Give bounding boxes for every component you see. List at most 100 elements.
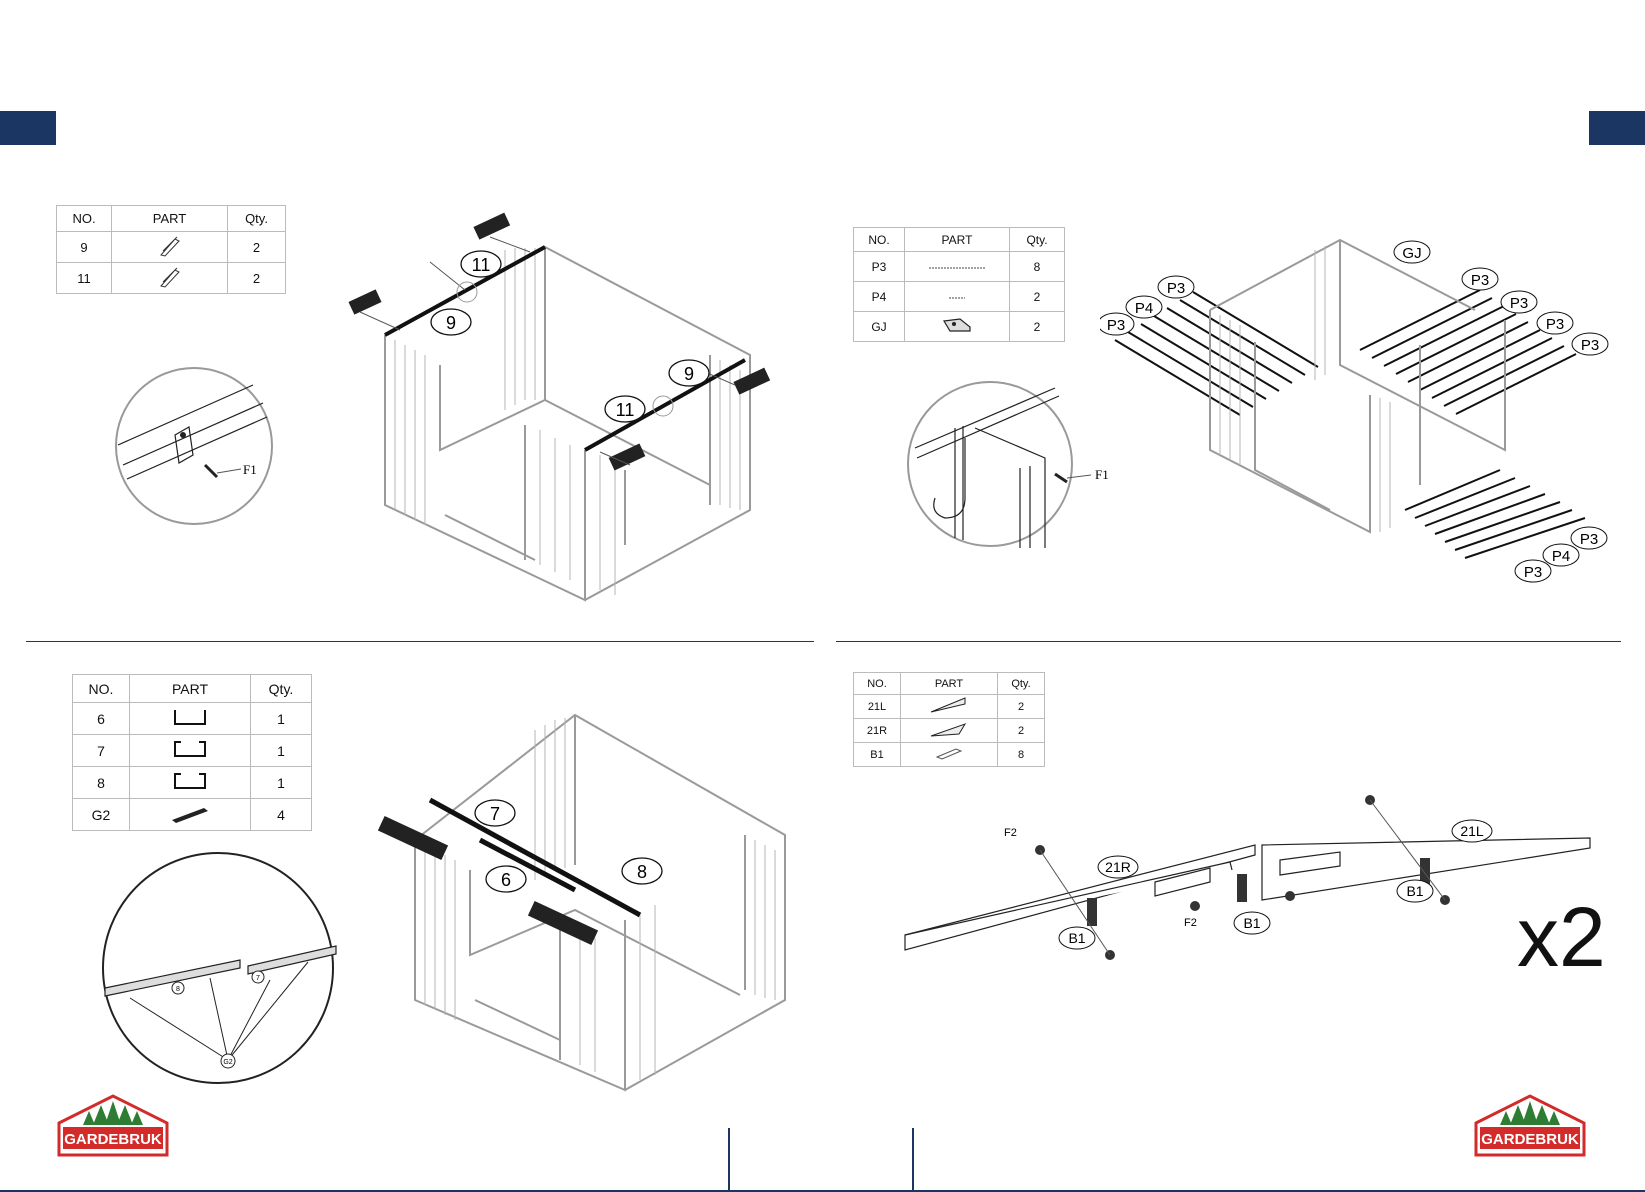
part-qty: 1 — [251, 703, 312, 735]
header-part: PART — [905, 228, 1010, 252]
page-fold-line-left — [728, 1128, 730, 1192]
wall-panel-ribs — [1220, 246, 1390, 532]
svg-text:9: 9 — [684, 364, 694, 384]
table-row: B1 8 — [854, 743, 1045, 767]
shed-frame-outline — [415, 715, 785, 1090]
svg-text:7: 7 — [490, 804, 500, 824]
part-number: G2 — [73, 799, 130, 831]
connector-label: G2 — [223, 1059, 232, 1066]
bolt-leader-lines — [360, 237, 735, 465]
fastener-label: F1 — [243, 462, 257, 477]
page-fold-line-right — [912, 1128, 914, 1192]
part-qty: 1 — [251, 735, 312, 767]
callouts-floor: GJ P3 P4 P3 P3 P3 P3 P3 P3 P4 P3 — [1100, 241, 1608, 582]
header-qty: Qty. — [1010, 228, 1065, 252]
part-number: GJ — [854, 312, 905, 342]
part-number: P3 — [854, 252, 905, 282]
table-row: 21R 2 — [854, 719, 1045, 743]
callout-8: 8 — [622, 858, 662, 884]
svg-text:P3: P3 — [1581, 337, 1599, 354]
part-number: B1 — [854, 743, 901, 767]
diagram-ridge-beam-install: 7 6 8 — [370, 705, 800, 1100]
svg-text:P3: P3 — [1107, 317, 1125, 334]
parts-table-step-gables: NO. PART Qty. 21L 2 21R 2 B1 8 — [853, 672, 1045, 767]
gardebruk-logo-left: GARDEBRUK — [55, 1093, 171, 1159]
table-row: GJ 2 — [854, 312, 1065, 342]
svg-text:P3: P3 — [1524, 564, 1542, 581]
part-number: 7 — [73, 735, 130, 767]
label-f2: F2 — [1004, 827, 1017, 839]
callout-p3: P3 — [1501, 291, 1537, 313]
channel-label: 7 — [256, 975, 260, 982]
bracket-icon — [901, 743, 998, 767]
diagram-gable-assembly: F2 F2 21R 21L B1 B1 B1 — [900, 770, 1600, 970]
gable-left-icon — [901, 695, 998, 719]
u-channel-icon — [130, 703, 251, 735]
svg-text:8: 8 — [637, 862, 647, 882]
callout-9-top: 9 — [431, 309, 471, 335]
callout-p3: P3 — [1571, 527, 1607, 549]
svg-text:B1: B1 — [1068, 930, 1085, 946]
label-f2: F2 — [1184, 917, 1197, 929]
parts-table-step-floor: NO. PART Qty. P3 8 P4 2 GJ 2 — [853, 227, 1065, 342]
channel-label: 8 — [176, 986, 180, 993]
header-part: PART — [130, 675, 251, 703]
callout-p3: P3 — [1537, 312, 1573, 334]
section-divider-left — [26, 641, 814, 642]
part-number: 21R — [854, 719, 901, 743]
table-row: G2 4 — [73, 799, 312, 831]
callout-p3: P3 — [1572, 333, 1608, 355]
callout-21l: 21L — [1452, 820, 1492, 842]
shed-frame-outline — [1210, 240, 1505, 532]
gable-right-icon — [901, 719, 998, 743]
part-number: 21L — [854, 695, 901, 719]
hook-bracket-icon — [905, 312, 1010, 342]
part-qty: 1 — [251, 767, 312, 799]
svg-text:9: 9 — [446, 313, 456, 333]
quantity-multiplier: x2 — [1517, 895, 1606, 979]
callout-p3: P3 — [1100, 313, 1134, 335]
callout-9-right: 9 — [669, 360, 709, 386]
svg-text:P4: P4 — [1552, 548, 1570, 565]
callouts-gable: F2 F2 21R 21L B1 B1 B1 — [1004, 820, 1492, 949]
header-no: NO. — [854, 228, 905, 252]
part-qty: 4 — [251, 799, 312, 831]
callout-b1: B1 — [1234, 912, 1270, 934]
table-row: 7 1 — [73, 735, 312, 767]
table-row: P4 2 — [854, 282, 1065, 312]
callout-b1: B1 — [1059, 927, 1095, 949]
svg-text:B1: B1 — [1243, 915, 1260, 931]
table-row: 8 1 — [73, 767, 312, 799]
callout-p3: P3 — [1158, 276, 1194, 298]
detail-circle-ridge-connector: G2 8 7 — [100, 850, 340, 1090]
floor-rail-icon — [905, 252, 1010, 282]
svg-text:P3: P3 — [1580, 531, 1598, 548]
header-no: NO. — [73, 675, 130, 703]
callout-7: 7 — [475, 800, 515, 826]
detail-circle-hook-bracket: F1 — [905, 378, 1125, 556]
diagram-floor-rail-install: GJ P3 P4 P3 P3 P3 P3 P3 P3 P4 P3 — [1100, 235, 1620, 605]
connector-icon — [130, 799, 251, 831]
part-qty: 8 — [1010, 252, 1065, 282]
header-qty: Qty. — [251, 675, 312, 703]
gardebruk-logo-right: GARDEBRUK — [1472, 1093, 1588, 1159]
callout-21r: 21R — [1098, 856, 1138, 878]
part-qty: 2 — [998, 695, 1045, 719]
page-tab-right — [1589, 111, 1645, 145]
part-number: 8 — [73, 767, 130, 799]
callout-p4: P4 — [1543, 544, 1579, 566]
fastener-label: F1 — [1095, 467, 1109, 482]
bolt-groups — [348, 213, 770, 471]
header-qty: Qty. — [998, 673, 1045, 695]
c-channel-icon — [130, 735, 251, 767]
svg-text:P3: P3 — [1471, 272, 1489, 289]
table-row: P3 8 — [854, 252, 1065, 282]
brand-name: GARDEBRUK — [64, 1131, 162, 1148]
svg-text:P4: P4 — [1135, 300, 1153, 317]
c-channel-icon — [130, 767, 251, 799]
shed-frame-outline — [385, 247, 750, 600]
callout-p4: P4 — [1126, 296, 1162, 318]
svg-text:11: 11 — [472, 255, 491, 275]
page-tab-left — [0, 111, 56, 145]
brand-name: GARDEBRUK — [1481, 1131, 1579, 1148]
